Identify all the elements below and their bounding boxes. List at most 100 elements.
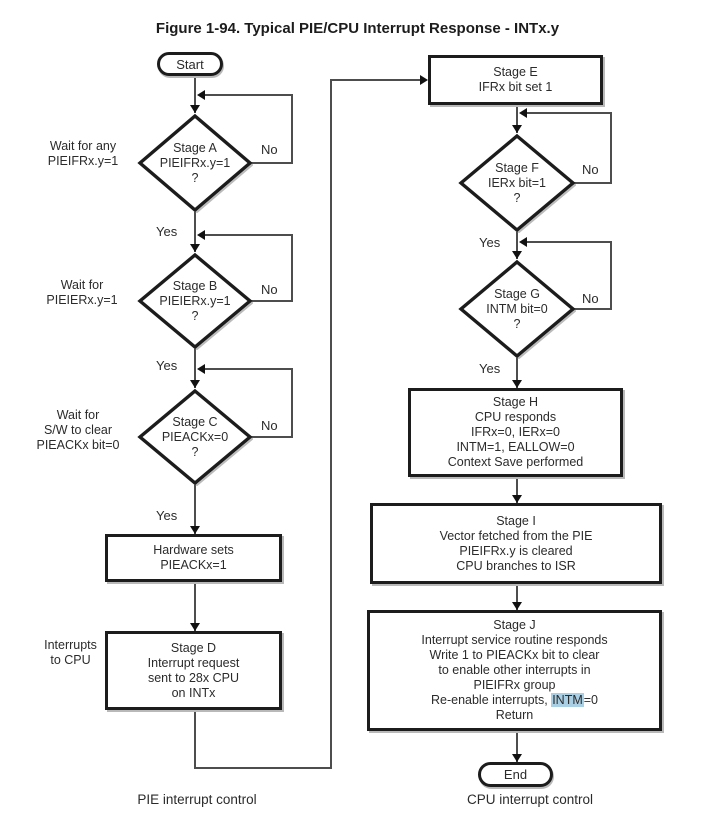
stage-b-line: PIEIERx.y=1 (159, 293, 231, 308)
connector-start-to-stage-a (194, 76, 196, 113)
decision-stage-b: Stage B PIEIERx.y=1 ? (137, 252, 253, 350)
process-stage-d: Stage D Interrupt request sent to 28x CP… (105, 631, 282, 710)
stage-d-line: sent to 28x CPU (147, 670, 239, 685)
edge-label-yes-stage-f: Yes (479, 235, 501, 250)
arrow-into-stage-h-icon (512, 380, 522, 388)
loop-b-up (291, 234, 293, 302)
loop-a-out (251, 162, 293, 164)
start-label: Start (176, 56, 204, 72)
loop-b-out (250, 300, 293, 302)
connector-c-to-hardware (194, 485, 196, 534)
caption-pie-interrupt-control: PIE interrupt control (137, 792, 257, 807)
loop-a-return (205, 94, 291, 96)
edge-label-no-stage-c: No (261, 418, 278, 433)
stage-h-line: IFRx=0, IERx=0 (471, 425, 560, 439)
loop-g-up (610, 241, 612, 310)
arrow-merge-c-icon (197, 364, 205, 374)
stage-j-line: Stage J (493, 618, 536, 632)
connector-d-to-e-down (194, 709, 196, 769)
start-terminal: Start (157, 52, 223, 76)
connector-d-to-e-up (330, 80, 332, 769)
stage-c-line: Stage C (172, 414, 218, 429)
stage-a-line: ? (191, 170, 199, 185)
loop-c-out (250, 436, 293, 438)
stage-a-line: PIEIFRx.y=1 (159, 155, 231, 170)
stage-b-line: ? (191, 308, 199, 323)
stage-f-line: ? (513, 190, 521, 205)
connector-h-to-i (516, 476, 518, 503)
connector-i-to-j (516, 583, 518, 610)
edge-label-no-stage-f: No (582, 162, 599, 177)
reenable-suffix: =0 (583, 693, 599, 707)
stage-a-line: Stage A (173, 140, 217, 155)
edge-label-yes-stage-a: Yes (156, 224, 178, 239)
arrow-into-stage-e-icon (420, 75, 428, 85)
stage-i-line: Vector fetched from the PIE (439, 528, 593, 543)
stage-g-line: INTM bit=0 (486, 301, 548, 316)
arrow-into-stage-g-icon (512, 251, 522, 259)
connector-j-to-end (516, 730, 518, 762)
stage-e-line: IFRx bit set 1 (478, 80, 553, 94)
arrow-into-stage-c-icon (190, 380, 200, 388)
connector-d-to-e-into (330, 79, 420, 81)
loop-f-return (527, 112, 610, 114)
connector-g-to-h (516, 358, 518, 388)
stage-f-line: Stage F (495, 160, 539, 175)
stage-g-line: ? (513, 316, 521, 331)
end-label: End (503, 767, 528, 782)
end-terminal: End (478, 762, 553, 787)
arrow-into-stage-d-icon (190, 623, 200, 631)
stage-c-line: ? (191, 444, 199, 459)
edge-label-yes-stage-c: Yes (156, 508, 178, 523)
process-stage-j: Stage J Interrupt service routine respon… (367, 610, 662, 731)
loop-b-return (205, 234, 291, 236)
connector-f-to-g (516, 232, 518, 259)
diamond-shape-icon (137, 388, 253, 486)
loop-f-up (610, 112, 612, 184)
stage-i-line: Stage I (496, 513, 536, 528)
arrow-merge-g-icon (519, 237, 527, 247)
arrow-into-stage-a-icon (190, 105, 200, 113)
decision-stage-a: Stage A PIEIFRx.y=1 ? (137, 113, 253, 213)
loop-g-out (573, 308, 612, 310)
arrow-into-end-icon (512, 754, 522, 762)
connector-a-to-b (194, 212, 196, 252)
stage-d-line: Stage D (170, 640, 217, 655)
stage-h-line: INTM=1, EALLOW=0 (456, 440, 575, 454)
annotation-interrupts-to-cpu: Interrupts to CPU (44, 638, 97, 667)
loop-g-return (527, 241, 610, 243)
hardware-line: PIEACKx=1 (160, 558, 227, 572)
process-stage-i: Stage I Vector fetched from the PIE PIEI… (370, 503, 662, 584)
arrow-merge-b-icon (197, 230, 205, 240)
stage-j-reenable-line: Re-enable interrupts, INTM=0 (431, 693, 598, 708)
stage-h-line: CPU responds (474, 410, 557, 424)
annotation-wait-ack: Wait for S/W to clear PIEACKx bit=0 (36, 408, 120, 452)
arrow-into-stage-b-icon (190, 244, 200, 252)
diamond-shape-icon (458, 259, 576, 359)
arrow-into-hardware-icon (190, 526, 200, 534)
stage-b-line: Stage B (172, 278, 218, 293)
stage-j-return-line: Return (495, 708, 534, 722)
arrow-into-stage-i-icon (512, 495, 522, 503)
annotation-wait-any: Wait for any PIEIFRx.y=1 (47, 139, 119, 168)
annotation-wait-enable: Wait for PIEIERx.y=1 (46, 278, 118, 307)
stage-i-line: CPU branches to ISR (456, 558, 576, 573)
decision-stage-g: Stage G INTM bit=0 ? (458, 259, 576, 359)
process-stage-h: Stage H CPU responds IFRx=0, IERx=0 INTM… (408, 388, 623, 477)
stage-j-line: to enable other interrupts in (438, 663, 591, 677)
stage-d-line: Interrupt request (147, 655, 240, 670)
stage-e-line: Stage E (493, 65, 538, 79)
stage-f-line: IERx bit=1 (487, 175, 546, 190)
edge-label-no-stage-b: No (261, 282, 278, 297)
decision-stage-f: Stage F IERx bit=1 ? (458, 133, 576, 233)
connector-e-to-f (516, 104, 518, 133)
diamond-shape-icon (458, 133, 576, 233)
arrow-merge-a-icon (197, 90, 205, 100)
connector-hardware-to-d (194, 581, 196, 631)
loop-a-up (291, 94, 293, 164)
stage-j-line: Write 1 to PIEACKx bit to clear (429, 648, 600, 662)
reenable-prefix: Re-enable interrupts, (430, 693, 552, 707)
edge-label-no-stage-g: No (582, 291, 599, 306)
stage-i-line: PIEIFRx.y is cleared (459, 543, 573, 558)
